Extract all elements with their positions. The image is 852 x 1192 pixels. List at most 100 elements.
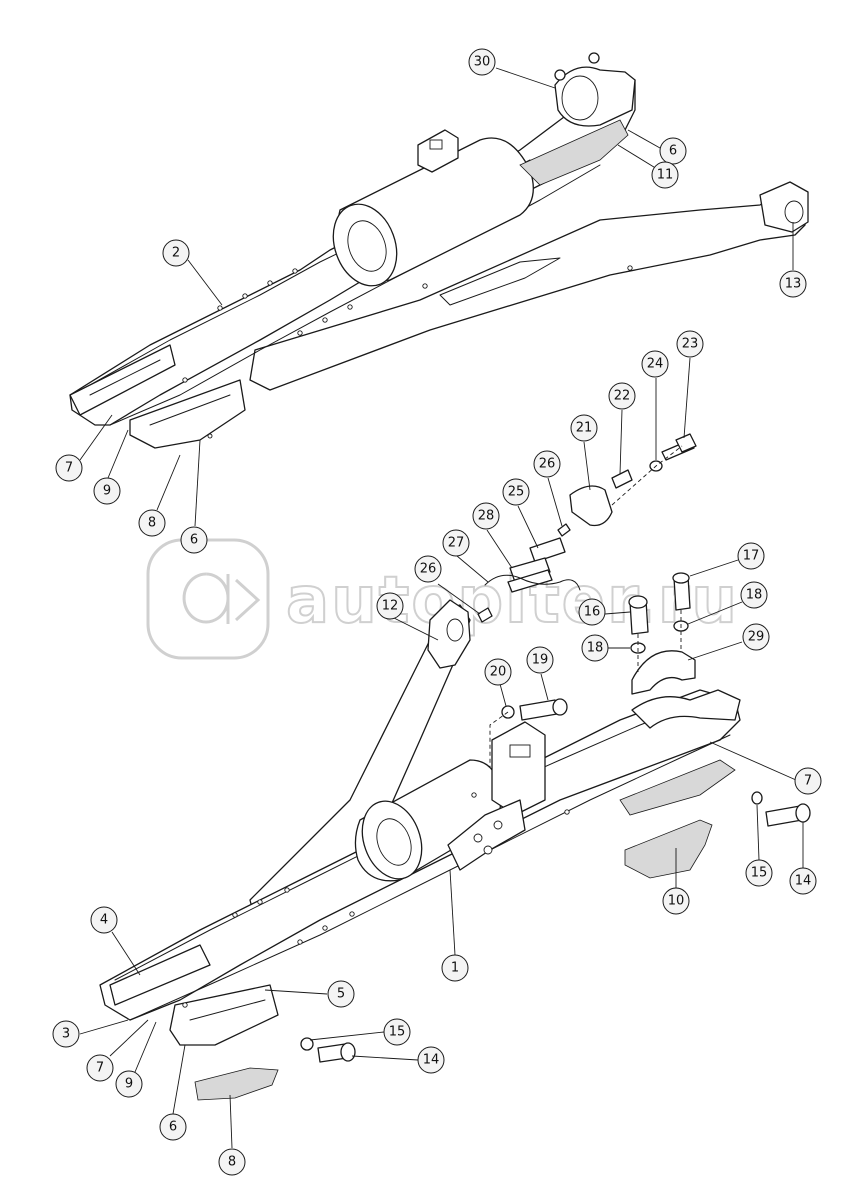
upper-frame-bearing-bore <box>561 75 599 121</box>
leader-25 <box>517 505 539 549</box>
leader-lines <box>79 67 804 1149</box>
svg-text:6: 6 <box>669 144 677 159</box>
callout-8: 8 <box>138 509 166 537</box>
svg-text:7: 7 <box>96 1061 104 1076</box>
leader-9b <box>134 1021 157 1073</box>
upper-hole <box>627 265 633 271</box>
svg-text:17: 17 <box>743 549 760 564</box>
pin-26 <box>557 523 571 537</box>
upper-frame-brace-cutout <box>439 257 561 306</box>
svg-text:11: 11 <box>657 168 674 183</box>
bolt-14b-head <box>340 1042 356 1062</box>
callout-11: 11 <box>651 161 679 189</box>
leader-15a <box>756 804 760 861</box>
upper-frame-rear-guard <box>519 119 629 186</box>
svg-text:6: 6 <box>169 1120 177 1135</box>
washer-15a <box>751 791 763 805</box>
upper-hole <box>422 283 428 289</box>
svg-text:28: 28 <box>478 509 495 524</box>
leader-21 <box>583 441 591 491</box>
callout-9: 9 <box>115 1070 143 1098</box>
callout-29: 29 <box>742 623 770 651</box>
callout-7: 7 <box>55 454 83 482</box>
callout-6: 6 <box>180 526 208 554</box>
lower-frame-pad-stripe <box>189 999 266 1021</box>
svg-text:15: 15 <box>389 1025 406 1040</box>
svg-text:14: 14 <box>795 874 812 889</box>
gusset-hole <box>493 820 503 830</box>
upper-frame-top-bracket <box>417 129 459 173</box>
callout-16: 16 <box>578 598 606 626</box>
lower-frame-bearing-seat <box>631 689 741 729</box>
leader-7c <box>109 1019 149 1057</box>
leader-30 <box>495 67 556 89</box>
hardware-group <box>477 433 697 790</box>
callout-23: 23 <box>676 330 704 358</box>
callout-17: 17 <box>737 542 765 570</box>
callout-12: 12 <box>376 592 404 620</box>
leader-7a <box>79 414 113 461</box>
cap-21 <box>569 485 613 527</box>
leader-12 <box>393 617 439 641</box>
upper-frame-front-pad-stripe-2 <box>89 359 161 396</box>
upper-frame-front-pad-left <box>69 344 176 416</box>
seal-27 <box>484 574 581 591</box>
callout-20: 20 <box>484 658 512 686</box>
lower-hole <box>257 899 263 905</box>
lower-hole <box>471 792 477 798</box>
upper-hole <box>217 305 223 311</box>
lower-frame-cylinder-bore <box>376 818 412 866</box>
leader-19 <box>540 673 549 701</box>
bearing-cap-29 <box>631 650 696 695</box>
leader-28 <box>486 529 513 569</box>
callout-26: 26 <box>533 450 561 478</box>
upper-hole <box>242 293 248 299</box>
lower-hole <box>284 887 290 893</box>
svg-text:18: 18 <box>746 588 763 603</box>
leader-17 <box>689 559 739 577</box>
svg-text:5: 5 <box>337 987 345 1002</box>
svg-text:7: 7 <box>65 461 73 476</box>
upper-hole <box>322 317 328 323</box>
lower-hole <box>349 911 355 917</box>
lower-track-frame <box>99 599 811 1101</box>
leader-7b <box>709 741 797 781</box>
leader-26a <box>547 477 563 527</box>
svg-text:9: 9 <box>103 484 111 499</box>
svg-text:8: 8 <box>228 1155 236 1170</box>
svg-text:26: 26 <box>539 457 556 472</box>
lower-frame-tower <box>491 721 546 816</box>
leader-22 <box>619 409 623 475</box>
lower-frame-tower-slot <box>509 744 531 758</box>
leader-18a <box>687 601 743 625</box>
upper-hole <box>347 304 353 310</box>
upper-frame-bracket-slot <box>429 139 443 150</box>
svg-text:21: 21 <box>576 421 593 436</box>
callout-3: 3 <box>52 1020 80 1048</box>
callouts: 30 6 11 2 13 7 9 8 6 23 24 22 21 26 25 2… <box>52 48 822 1176</box>
leader-16 <box>604 611 631 615</box>
svg-text:10: 10 <box>668 894 685 909</box>
callout-30: 30 <box>468 48 496 76</box>
svg-text:1: 1 <box>451 961 459 976</box>
washer-15b <box>300 1037 314 1051</box>
svg-text:20: 20 <box>490 665 507 680</box>
lower-guard-rear <box>619 759 736 816</box>
callout-4: 4 <box>90 906 118 934</box>
lower-guard-10 <box>624 819 713 879</box>
shim-25 <box>529 537 566 563</box>
leader-2 <box>187 259 223 306</box>
callout-15: 15 <box>745 859 773 887</box>
lower-frame-yoke-bore <box>446 618 464 642</box>
shim-28-b <box>507 569 553 593</box>
gusset-hole <box>473 833 483 843</box>
lower-hole <box>182 1002 188 1008</box>
bolt-19 <box>519 699 558 721</box>
svg-text:9: 9 <box>125 1077 133 1092</box>
leader-4 <box>111 931 141 976</box>
callout-7: 7 <box>86 1054 114 1082</box>
leader-29 <box>687 641 743 661</box>
callout-21: 21 <box>570 414 598 442</box>
lower-hole <box>232 912 238 918</box>
